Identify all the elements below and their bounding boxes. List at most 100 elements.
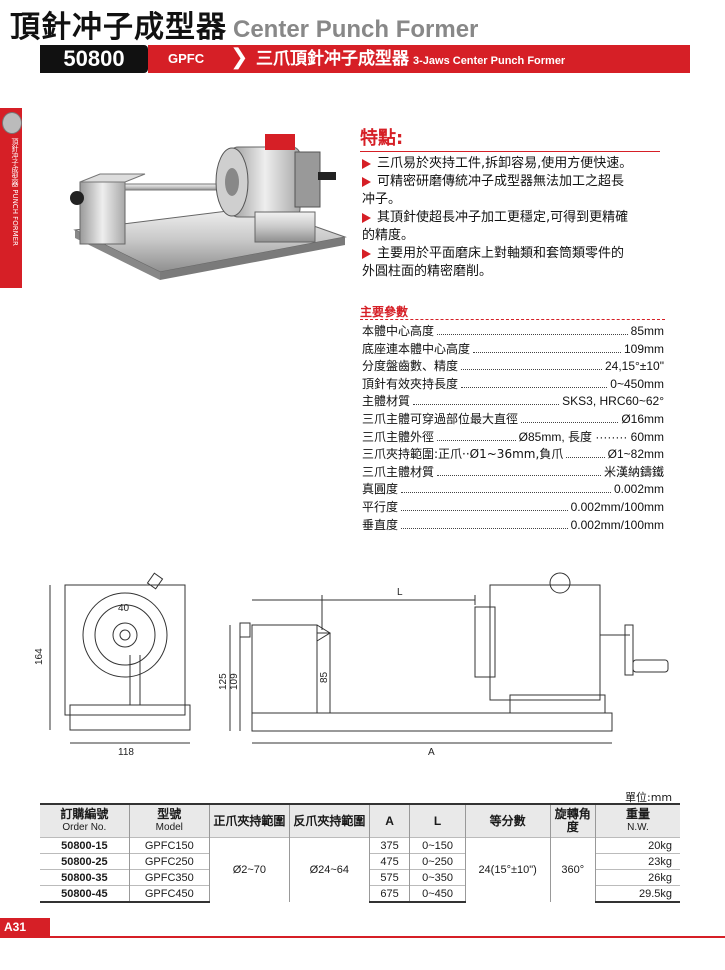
features-underline [360, 151, 660, 152]
feature-text: 可精密研磨傳統冲子成型器無法加工之超長 [377, 174, 625, 189]
table-header-cell: 旋轉角度 [549, 803, 596, 838]
dim-164: 164 [34, 648, 45, 665]
dim-118: 118 [118, 747, 134, 758]
header-cn: 訂購編號 [60, 807, 109, 821]
dot-leader [473, 341, 621, 353]
spec-label: 三爪主體材質 [362, 464, 435, 479]
subtitle-cn: 三爪頂針冲子成型器 [256, 49, 409, 69]
header-cn: 等分數 [489, 813, 526, 828]
chuck-thumbnail-icon [2, 112, 22, 134]
table-header-cell: 等分數 [464, 803, 550, 838]
header-cn: 反爪夾持範圍 [293, 813, 366, 828]
header-cn: A [385, 813, 394, 828]
weight-cell: 20kg [594, 837, 680, 854]
weight-cell: 23kg [594, 853, 680, 870]
header-cn: 型號 [157, 807, 182, 821]
features-heading: 特點: [360, 128, 404, 149]
feature-text: 冲子。 [362, 192, 402, 207]
dot-leader [401, 481, 611, 494]
feature-item: 可精密研磨傳統冲子成型器無法加工之超長 [362, 173, 672, 191]
spec-label: 三爪主體外徑 [362, 429, 435, 444]
specs-heading: 主要參數 [360, 305, 409, 319]
side-tab: 頂針冲子成型器 PUNCH FORMER [0, 108, 22, 288]
dot-leader [566, 446, 605, 459]
a-cell: 675 [368, 885, 410, 903]
spec-value: 85mm [630, 324, 664, 338]
l-cell: 0~350 [409, 869, 466, 886]
feature-text: 三爪易於夾持工件,拆卸容易,使用方便快速。 [377, 156, 633, 171]
feature-text: 主要用於平面磨床上對軸類和套筒類零件的 [377, 246, 625, 261]
model-cell: GPFC450 [128, 885, 210, 903]
product-code: 50800 [40, 45, 148, 73]
spec-value: 0.002mm/100mm [570, 500, 664, 514]
dot-leader [401, 499, 568, 511]
title-en: Center Punch Former [233, 16, 479, 43]
model-cell: GPFC250 [128, 853, 210, 870]
subtitle-en: 3-Jaws Center Punch Former [413, 55, 566, 67]
dot-leader [401, 517, 568, 529]
dot-leader [437, 429, 516, 441]
side-tab-label: 頂針冲子成型器 PUNCH FORMER [11, 138, 19, 246]
chevron-right-icon: ❯ [230, 45, 249, 70]
side-view-base [251, 712, 613, 732]
dim-85: 85 [319, 671, 330, 683]
dot-leader [437, 323, 628, 335]
header-en: Order No. [62, 822, 107, 833]
dot-leader [461, 376, 608, 388]
dim-109: 109 [229, 673, 240, 690]
divisions-cell: 24(15°±10") [464, 837, 550, 902]
model-cell: GPFC150 [128, 837, 210, 854]
header-cn: 重量 [625, 807, 650, 821]
header-en: N.W. [627, 822, 649, 833]
order-no-cell: 50800-45 [40, 885, 130, 903]
spec-row: 本體中心高度 85mm [362, 323, 664, 340]
dot-leader [521, 411, 619, 423]
order-no-cell: 50800-15 [40, 837, 130, 854]
weight-cell: 29.5kg [594, 885, 680, 903]
specs-underline [360, 319, 665, 320]
product-photo [70, 134, 347, 280]
technical-drawing: 164 118 40 L A 85 109 125 [34, 572, 669, 758]
spec-row: 三爪主體材質米漢納鑄鐵 [362, 464, 664, 481]
pos-jaw-cell: Ø2~70 [208, 837, 290, 902]
l-cell: 0~450 [409, 885, 466, 903]
triangle-bullet-icon [362, 176, 371, 187]
spec-label: 頂針有效夾持長度 [362, 376, 459, 391]
spec-value: 24,15°±10" [604, 359, 664, 374]
header-en: Model [155, 822, 183, 833]
spec-label: 三爪主體可穿過部位最大直徑 [362, 412, 519, 426]
spec-value: Ø16mm [621, 412, 664, 426]
feature-item: 主要用於平面磨床上對軸類和套筒類零件的 [362, 245, 672, 263]
spec-row: 三爪主體可穿過部位最大直徑 Ø16mm [362, 411, 664, 428]
order-no-cell: 50800-25 [40, 853, 130, 870]
spec-label: 真圓度 [362, 482, 399, 497]
rotation-cell: 360° [549, 837, 596, 902]
table-header-cell: 正爪夾持範圍 [208, 803, 290, 838]
spec-label: 本體中心高度 [362, 324, 435, 338]
header-cn: 旋轉角度 [554, 807, 591, 834]
a-cell: 575 [368, 869, 410, 886]
feature-text: 外圓柱面的精密磨削。 [362, 264, 493, 279]
order-no-cell: 50800-35 [40, 869, 130, 886]
dim-L: L [397, 587, 403, 598]
page-number: A31 [0, 918, 50, 936]
feature-item: 外圓柱面的精密磨削。 [362, 263, 672, 281]
neg-jaw-cell: Ø24~64 [288, 837, 370, 902]
dot-leader [437, 464, 601, 476]
dot-leader [413, 393, 560, 406]
spec-label: 主體材質 [362, 394, 411, 409]
triangle-bullet-icon [362, 158, 371, 169]
table-header-cell: A [368, 803, 410, 838]
dim-40: 40 [118, 603, 130, 614]
front-view-body [64, 584, 186, 716]
feature-item: 的精度。 [362, 227, 672, 245]
